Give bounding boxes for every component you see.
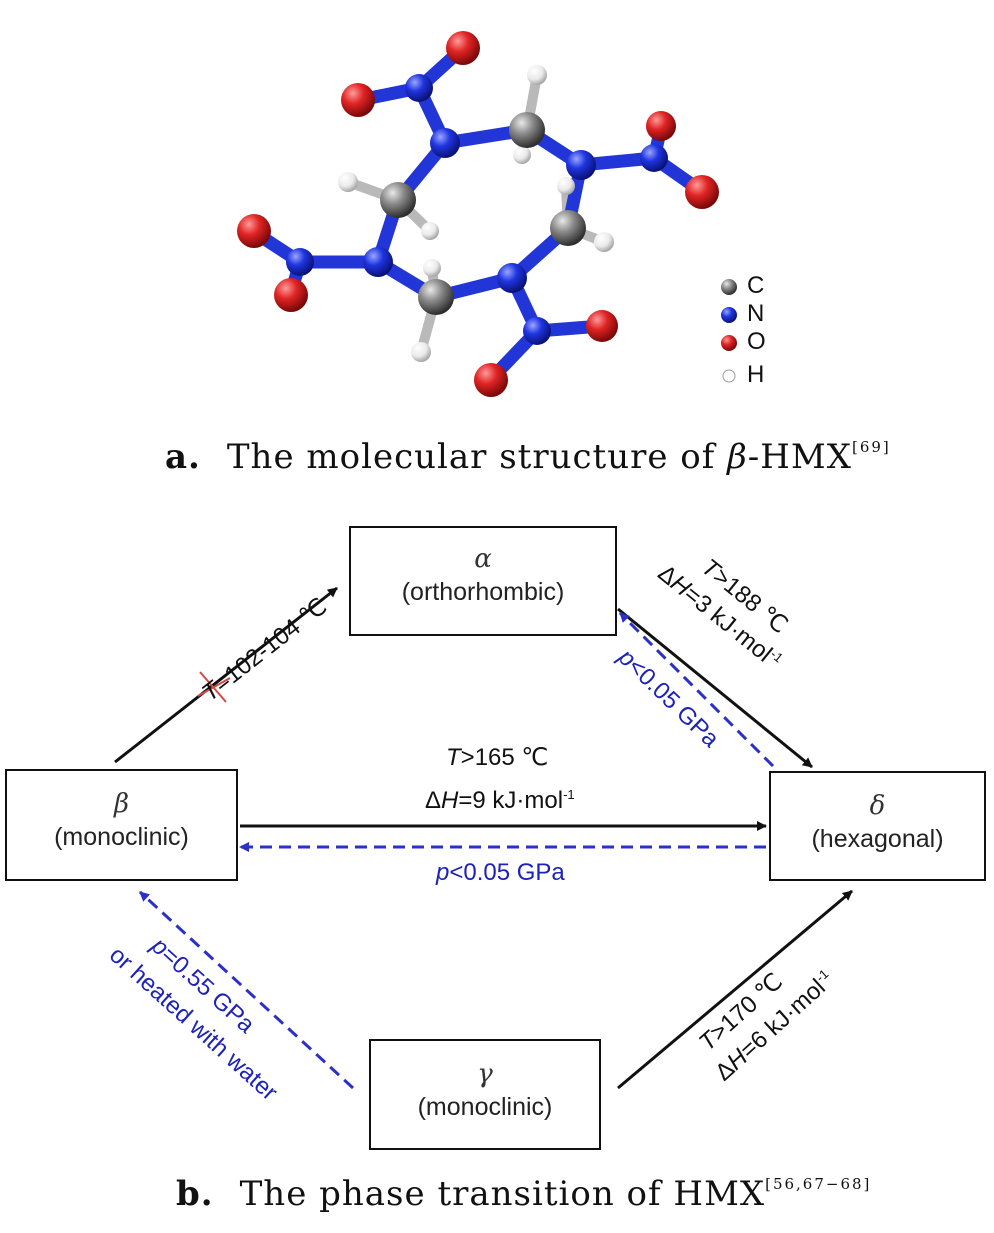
o-atom [646, 111, 676, 141]
c-atom [418, 279, 454, 315]
arrow-gamma-beta [138, 890, 355, 1090]
o-atom [341, 83, 375, 117]
h-atom [557, 177, 575, 195]
phase-alpha-symbol: α [474, 544, 492, 574]
o-atom [474, 363, 508, 397]
legend-h-marker [722, 369, 736, 383]
o-atom [274, 278, 308, 312]
legend-o-marker [721, 335, 737, 351]
o-atom [586, 310, 618, 342]
h-atom [338, 172, 358, 192]
n-atom [363, 247, 393, 277]
h-atom [513, 146, 531, 164]
n-atom [430, 128, 460, 158]
phase-delta-box: δ (hexagonal) [769, 771, 986, 881]
phase-gamma-name: (monoclinic) [417, 1093, 553, 1121]
caption-b-text: The phase transition of HMX [239, 1174, 766, 1214]
caption-b: b. The phase transition of HMX[56,67−68] [176, 1174, 871, 1214]
phase-delta-name: (hexagonal) [811, 825, 944, 853]
phase-arrows: T=102-104 ℃ T>188 ℃ ΔH=3 kJ·mol-1 p<0.05… [104, 554, 853, 1106]
label-beta-alpha: T=102-104 ℃ [197, 593, 332, 707]
n-atom [523, 317, 551, 345]
legend-c-marker [721, 279, 737, 295]
o-atom [237, 214, 271, 248]
label-delta-alpha: p<0.05 GPa [612, 643, 725, 753]
label-gamma-delta: T>170 ℃ ΔH=6 kJ·mol-1 [694, 966, 831, 1086]
label-beta-alpha-rest: =102-104 ℃ [209, 593, 333, 698]
caption-a-text: The molecular structure of [226, 437, 728, 477]
hmx-molecule [237, 31, 737, 397]
phase-delta-symbol: δ [869, 791, 886, 821]
atom-legend [721, 279, 737, 383]
phase-beta-symbol: β [113, 789, 130, 819]
h-atom [411, 342, 431, 362]
n-atom [286, 248, 314, 276]
n-atom [497, 263, 527, 293]
legend-n-label: N [747, 300, 765, 327]
phase-gamma-box: γ (monoclinic) [369, 1039, 601, 1150]
n-atom [566, 150, 596, 180]
c-atom [509, 112, 545, 148]
legend-o-label: O [747, 328, 766, 355]
label-beta-delta-h: ΔH=9 kJ·mol-1 [425, 787, 575, 814]
o-atom [446, 31, 480, 65]
phase-alpha-name: (orthorhombic) [401, 578, 565, 606]
h-atom [527, 65, 547, 85]
phase-alpha-box: α (orthorhombic) [349, 526, 617, 636]
h-atom [594, 232, 614, 252]
phase-beta-name: (monoclinic) [54, 823, 189, 851]
c-atom [550, 210, 586, 246]
legend-h-label: H [747, 361, 765, 388]
caption-b-ref: [56,67−68] [765, 1174, 872, 1193]
caption-a-hmx: -HMX [747, 437, 852, 477]
label-alpha-delta: T>188 ℃ ΔH=3 kJ·mol-1 [653, 554, 793, 668]
atoms [237, 31, 719, 397]
n-atom [640, 144, 668, 172]
caption-b-label: b. [176, 1174, 214, 1214]
label-beta-delta-t: T>165 ℃ [446, 744, 549, 771]
o-atom [685, 175, 719, 209]
h-atom [421, 222, 439, 240]
caption-a-ref: [69] [851, 437, 891, 456]
legend-c-label: C [747, 272, 765, 299]
blocked-cross [197, 671, 231, 703]
caption-a-label: a. [165, 437, 201, 477]
caption-a: a. The molecular structure of β-HMX[69] [165, 437, 891, 477]
n-atom [405, 74, 433, 102]
h-atom [423, 259, 441, 277]
c-atom [380, 182, 416, 218]
arrow-delta-alpha [618, 611, 775, 768]
bonds [247, 41, 708, 385]
arrow-beta-alpha [114, 586, 338, 764]
phase-gamma-symbol: γ [477, 1059, 493, 1089]
arrow-gamma-delta [617, 889, 853, 1090]
arrow-alpha-delta [617, 607, 813, 769]
label-delta-beta-p: p<0.05 GPa [436, 859, 565, 886]
phase-beta-box: β (monoclinic) [5, 769, 238, 881]
caption-a-beta: β [727, 437, 748, 477]
legend-n-marker [721, 307, 737, 323]
